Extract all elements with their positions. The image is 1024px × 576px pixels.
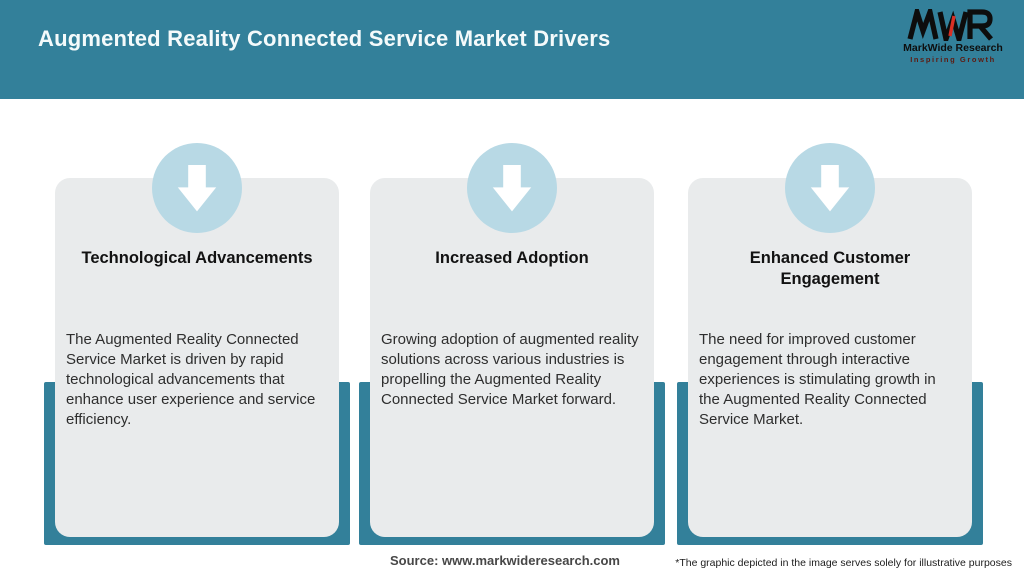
page-title: Augmented Reality Connected Service Mark… <box>38 26 611 51</box>
driver-card: Enhanced Customer Engagement The need fo… <box>688 178 972 537</box>
card-body: The Augmented Reality Connected Service … <box>66 331 316 428</box>
down-arrow-icon <box>492 165 532 212</box>
markwide-logo: MarkWide Research Inspiring Growth <box>898 9 1008 64</box>
driver-card: Technological Advancements The Augmented… <box>55 178 339 537</box>
icon-circle <box>467 143 557 233</box>
driver-card: Increased Adoption Growing adoption of a… <box>370 178 654 537</box>
driver-column-2: Increased Adoption Growing adoption of a… <box>359 143 665 546</box>
logo-company-name: MarkWide Research <box>903 42 1003 54</box>
card-title: Increased Adoption <box>435 249 589 267</box>
driver-column-1: Technological Advancements The Augmented… <box>44 143 350 546</box>
down-arrow-icon <box>810 165 850 212</box>
disclaimer-note: *The graphic depicted in the image serve… <box>675 557 1012 569</box>
card-body: Growing adoption of augmented reality so… <box>381 331 639 408</box>
mwr-logo-icon <box>907 9 993 41</box>
down-arrow-icon <box>177 165 217 212</box>
card-title: Enhanced Customer Engagement <box>749 249 911 288</box>
driver-column-3: Enhanced Customer Engagement The need fo… <box>677 143 983 546</box>
card-body: The need for improved customer engagemen… <box>699 331 936 428</box>
logo-tagline: Inspiring Growth <box>910 55 996 64</box>
card-title: Technological Advancements <box>81 249 313 267</box>
source-attribution: Source: www.markwideresearch.com <box>389 553 621 568</box>
icon-circle <box>152 143 242 233</box>
header-bar: Augmented Reality Connected Service Mark… <box>0 0 1024 99</box>
icon-circle <box>785 143 875 233</box>
